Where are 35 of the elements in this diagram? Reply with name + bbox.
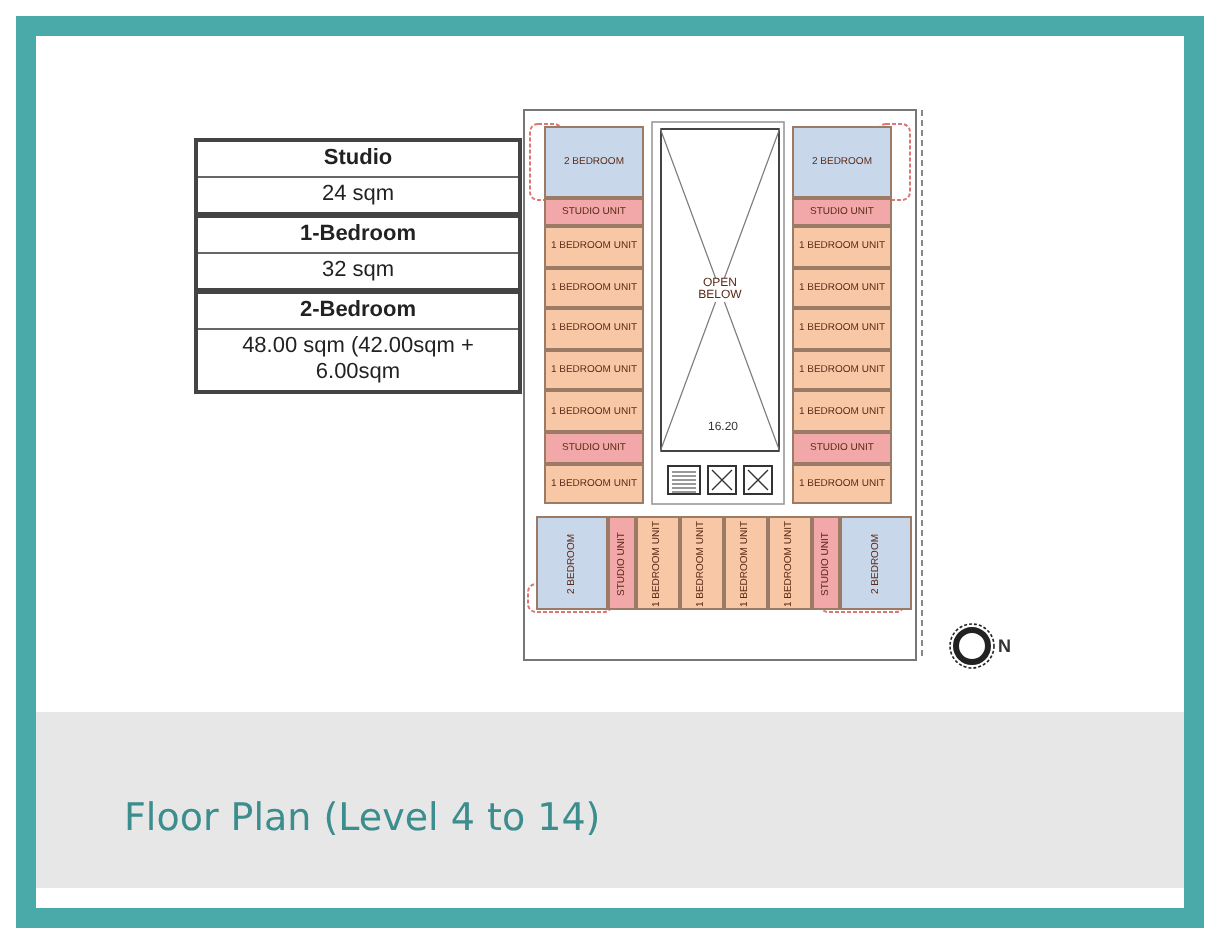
studio-unit xyxy=(812,516,840,610)
plan-title: Floor Plan (Level 4 to 14) xyxy=(124,796,601,840)
table-header: 2-Bedroom xyxy=(198,294,518,330)
one-bedroom-unit xyxy=(544,308,644,350)
studio-unit xyxy=(544,198,644,226)
one-bedroom-unit xyxy=(792,267,892,309)
one-bedroom-unit xyxy=(544,267,644,309)
one-bedroom-unit xyxy=(768,516,812,610)
studio-unit xyxy=(792,198,892,226)
one-bedroom-unit xyxy=(544,390,644,432)
one-bedroom-unit xyxy=(636,516,680,610)
studio-unit xyxy=(792,432,892,464)
two-bedroom-unit xyxy=(536,516,608,610)
table-cell-text: 32 sqm xyxy=(319,256,397,286)
two-bedroom-unit xyxy=(840,516,912,610)
table-header: 1-Bedroom xyxy=(198,218,518,254)
open-atrium xyxy=(660,128,780,452)
one-bedroom-unit xyxy=(792,464,892,504)
two-bedroom-unit xyxy=(792,126,892,198)
studio-unit xyxy=(608,516,636,610)
studio-unit xyxy=(544,432,644,464)
one-bedroom-unit xyxy=(724,516,768,610)
one-bedroom-unit xyxy=(792,390,892,432)
north-label: N xyxy=(998,636,1011,656)
one-bedroom-unit xyxy=(792,226,892,268)
table-cell-text: 24 sqm xyxy=(319,180,397,210)
table-header: Studio xyxy=(198,142,518,178)
one-bedroom-unit xyxy=(792,349,892,391)
one-bedroom-unit xyxy=(680,516,724,610)
one-bedroom-unit xyxy=(544,464,644,504)
one-bedroom-unit xyxy=(792,308,892,350)
one-bedroom-unit xyxy=(544,226,644,268)
one-bedroom-unit xyxy=(544,349,644,391)
two-bedroom-unit xyxy=(544,126,644,198)
table-cell-text: 48.00 sqm (42.00sqm + 6.00sqm xyxy=(240,332,476,388)
